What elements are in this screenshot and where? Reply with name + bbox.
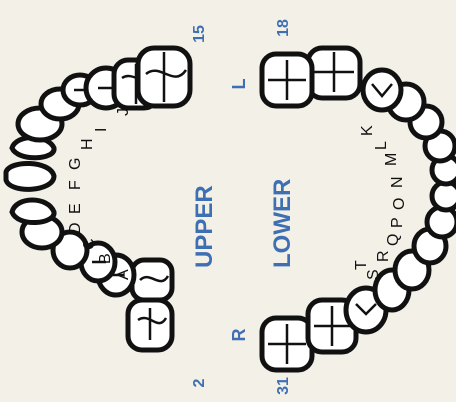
letter-b: B [97, 253, 114, 264]
letter-e: E [67, 203, 84, 214]
upper-label: UPPER [191, 185, 218, 268]
lower-tooth [363, 70, 401, 110]
letter-j: J [115, 108, 132, 116]
lower-tooth [262, 54, 312, 106]
letter-g: G [67, 158, 84, 170]
lower-label: LOWER [269, 179, 296, 268]
side-right-text: L [229, 79, 249, 90]
letter-f: F [67, 180, 84, 190]
lower-tooth [308, 48, 360, 98]
upper-tooth [132, 260, 172, 300]
number-31-text: 31 [275, 377, 292, 395]
letter-a: A [115, 269, 132, 280]
side-right-label: L [229, 79, 249, 90]
letter-m: M [383, 153, 400, 166]
upper-tooth [12, 200, 54, 223]
tooth-number-2: 2 [191, 378, 208, 387]
tooth-number-18: 18 [275, 19, 292, 37]
letter-t: T [353, 260, 370, 270]
number-2-text: 2 [191, 378, 208, 387]
letter-p: P [389, 217, 406, 228]
letter-h: H [79, 138, 96, 150]
letter-r: R [375, 250, 392, 262]
lower-label-text: LOWER [269, 179, 296, 268]
letter-q: Q [385, 234, 402, 246]
letter-o: O [391, 198, 408, 210]
letter-n: N [389, 176, 406, 188]
lower-tooth [262, 318, 312, 370]
number-15-text: 15 [191, 25, 208, 43]
letter-l: L [373, 141, 390, 150]
tooth-number-15: 15 [191, 25, 208, 43]
letter-k: K [359, 125, 376, 136]
letter-c: C [81, 238, 98, 250]
upper-tooth [138, 48, 190, 106]
tooth-number-31: 31 [275, 377, 292, 395]
upper-arch [6, 48, 190, 350]
number-18-text: 18 [275, 19, 292, 37]
letter-d: D [67, 222, 84, 234]
side-left-label: R [229, 329, 249, 342]
upper-tooth [128, 300, 172, 350]
letter-i: I [93, 128, 110, 132]
upper-label-text: UPPER [191, 185, 218, 268]
side-left-text: R [229, 329, 249, 342]
upper-tooth [6, 163, 54, 189]
